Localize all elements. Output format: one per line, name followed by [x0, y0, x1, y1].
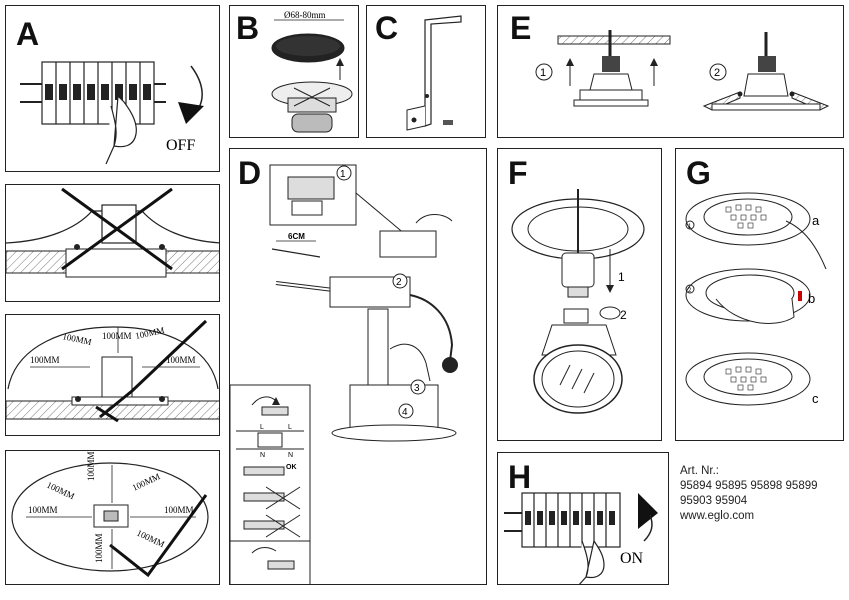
- website-link[interactable]: www.eglo.com: [680, 510, 755, 522]
- panel-d-step3: 3: [414, 383, 420, 394]
- breaker-off-illustration: OFF: [20, 61, 204, 165]
- clearance-top-left: 100MM: [62, 331, 93, 347]
- mount-to-ceiling-illustration: 1 2: [535, 30, 830, 111]
- cover-install-illustration: 1 a 2 b c: [685, 192, 827, 406]
- panel-c: C: [366, 5, 486, 138]
- panel-e: E 1 2: [497, 5, 844, 138]
- article-heading: Art. Nr.:: [680, 465, 719, 477]
- wire-n-left: N: [260, 452, 265, 459]
- wire-l-left: L: [260, 424, 264, 431]
- clearance-top-illustration: 100MM 100MM 100MM 100MM 100MM 100MM 100M…: [11, 451, 209, 578]
- panel-g-step1: 1: [688, 224, 692, 230]
- panel-clearance-top: 100MM 100MM 100MM 100MM 100MM 100MM 100M…: [5, 450, 220, 585]
- panel-g-sub-a: a: [812, 213, 820, 228]
- panel-d-step1: 1: [340, 169, 346, 180]
- wiring-illustration: 1 6CM 2 3 4 L L N N: [230, 164, 458, 584]
- clearance-top-right: 100MM: [134, 325, 165, 341]
- article-numbers: Art. Nr.: 95894 95895 95898 95899 95903 …: [680, 464, 845, 524]
- panel-g: G 1 a 2 b c: [675, 148, 844, 441]
- off-label: OFF: [166, 137, 195, 154]
- panel-e-step2: 2: [714, 67, 720, 79]
- bracket-illustration: [406, 15, 462, 131]
- wire-n-right: N: [288, 452, 293, 459]
- panel-d: D 1 6CM 2 3 4: [229, 148, 487, 585]
- panel-b-label: B: [236, 10, 260, 46]
- no-cover-illustration: [6, 187, 219, 278]
- strip-length: 6CM: [288, 232, 305, 241]
- clearance-top-view-right: 100MM: [164, 505, 194, 515]
- panel-d-step2: 2: [396, 277, 402, 288]
- panel-f-step1: 1: [618, 270, 625, 284]
- panel-f: F 1 2: [497, 148, 662, 441]
- panel-g-step2: 2: [688, 288, 692, 294]
- clearance-top-view-nw: 100MM: [45, 480, 76, 502]
- breaker-on-illustration: ON: [504, 492, 658, 584]
- clearance-side-illustration: 100MM 100MM 100MM 100MM 100MM: [6, 319, 219, 423]
- clearance-top-view-se: 100MM: [135, 528, 166, 550]
- panel-h: H ON: [497, 452, 669, 585]
- panel-d-label: D: [238, 155, 262, 191]
- diameter-label: Ø68-80mm: [284, 10, 326, 20]
- panel-e-step1: 1: [540, 67, 546, 79]
- panel-c-label: C: [375, 10, 399, 46]
- panel-g-sub-c: c: [812, 391, 819, 406]
- on-label: ON: [620, 550, 644, 567]
- wiring-ok-label: OK: [286, 464, 297, 471]
- panel-d-step4: 4: [402, 407, 408, 418]
- panel-e-label: E: [510, 10, 532, 46]
- clearance-right: 100MM: [166, 355, 196, 365]
- clearance-top-view-left: 100MM: [28, 505, 58, 515]
- clearance-left: 100MM: [30, 355, 60, 365]
- panel-f-label: F: [508, 155, 528, 191]
- article-line-1: 95894 95895 95898 95899: [680, 480, 818, 492]
- article-line-2: 95903 95904: [680, 495, 748, 507]
- panel-a-label: A: [16, 16, 40, 52]
- panel-a: A OFF: [5, 5, 220, 172]
- clearance-top-view-ne: 100MM: [131, 471, 162, 493]
- clearance-top-view-top: 100MM: [86, 451, 96, 481]
- wire-l-right: L: [288, 424, 292, 431]
- lamp-insert-illustration: 1 2: [511, 189, 645, 414]
- panel-g-sub-b: b: [808, 291, 815, 306]
- panel-no-insulation: [5, 184, 220, 302]
- panel-g-label: G: [686, 155, 711, 191]
- clearance-top-view-bottom: 100MM: [94, 533, 104, 563]
- panel-clearance-side: 100MM 100MM 100MM 100MM 100MM: [5, 314, 220, 436]
- panel-h-label: H: [508, 459, 532, 495]
- clearance-top: 100MM: [102, 331, 132, 341]
- panel-f-step2: 2: [620, 308, 627, 322]
- panel-b: B Ø68-80mm: [229, 5, 359, 138]
- cutout-hole-illustration: Ø68-80mm: [271, 10, 353, 133]
